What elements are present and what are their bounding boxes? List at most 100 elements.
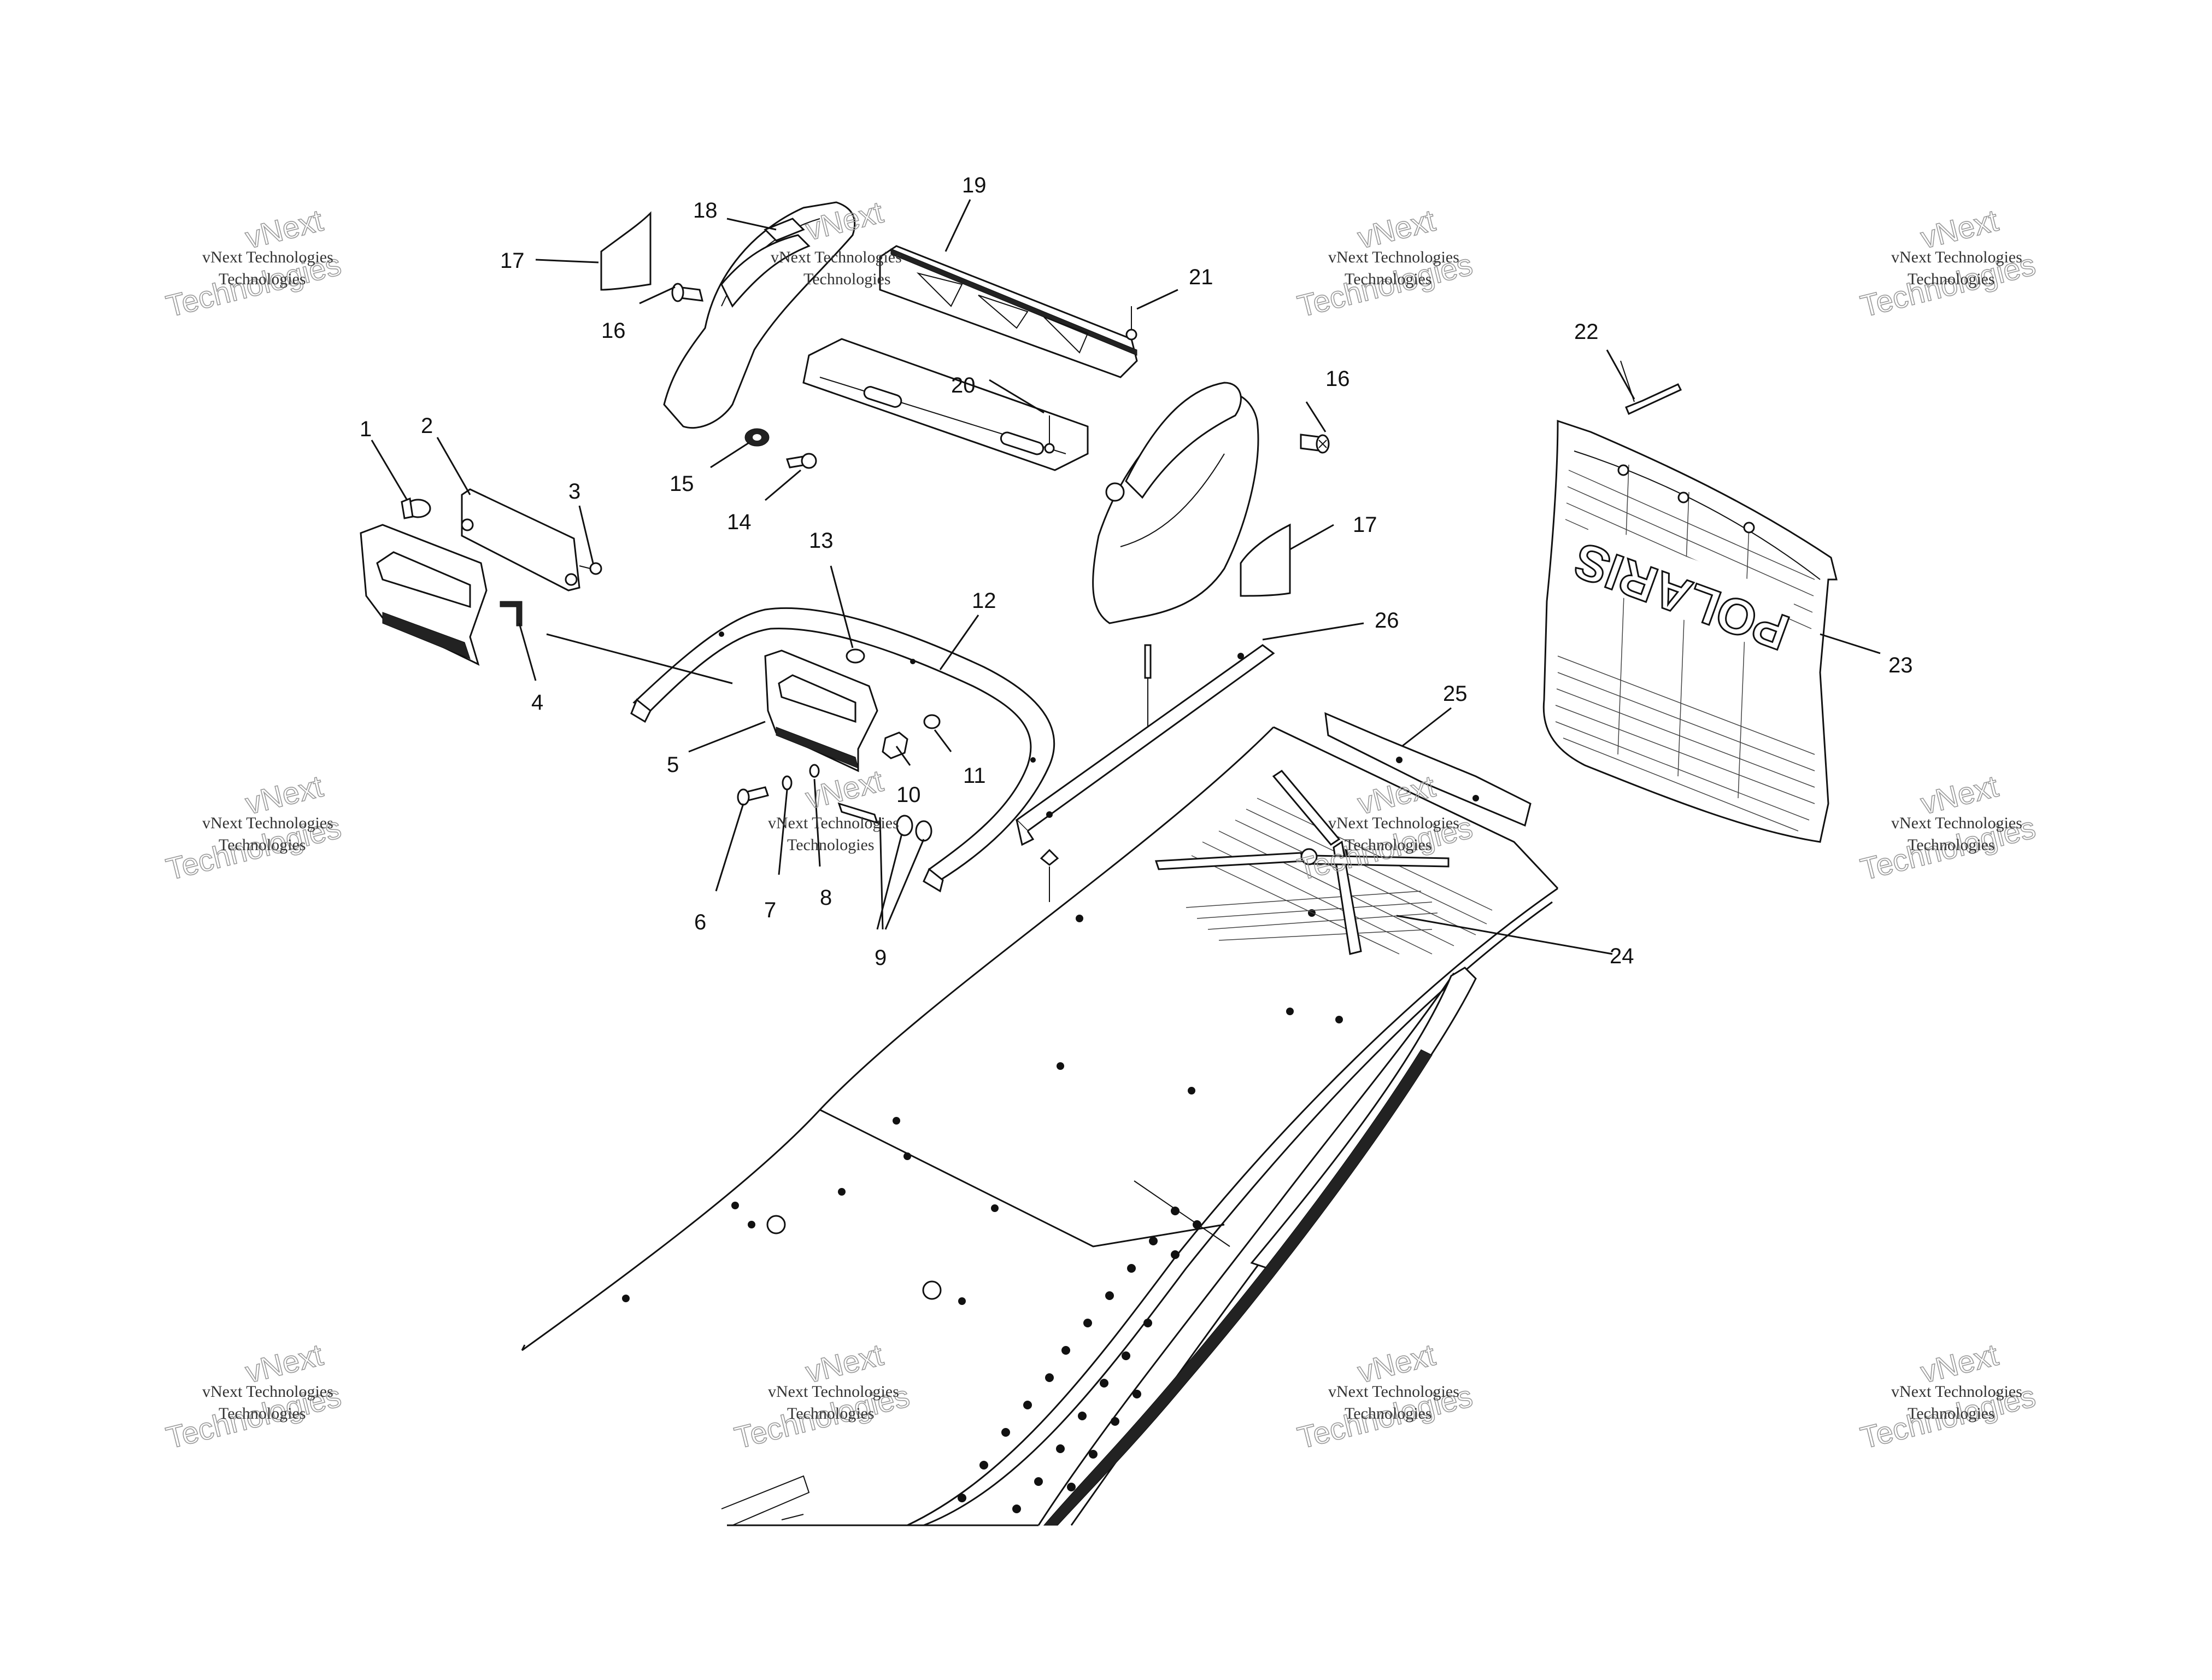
- callout-14: 14: [727, 510, 752, 534]
- part-3-screw: [579, 562, 602, 575]
- part-20-bolt: [1044, 415, 1055, 454]
- svg-text:vNext: vNext: [1917, 1337, 2002, 1390]
- svg-text:vNext Technologies: vNext Technologies: [202, 1383, 333, 1401]
- svg-text:vNext Technologies: vNext Technologies: [1328, 1383, 1459, 1401]
- svg-text:vNext: vNext: [1917, 769, 2002, 821]
- part-17-decal-right: [1240, 523, 1291, 597]
- part-17-decal-left: [600, 211, 652, 291]
- watermark: vNext Technologies vNext Technologies Te…: [1294, 202, 1476, 324]
- part-7-washer: [782, 775, 793, 791]
- svg-text:vNext: vNext: [242, 1337, 327, 1390]
- callout-4: 4: [531, 690, 543, 715]
- callout-20: 20: [951, 373, 976, 397]
- callout-21: 21: [1189, 265, 1213, 289]
- callout-9: 9: [875, 946, 887, 970]
- callout-24: 24: [1610, 944, 1634, 968]
- svg-text:vNext: vNext: [1917, 203, 2002, 255]
- part-10-nut: [882, 731, 908, 759]
- svg-text:vNext Technologies: vNext Technologies: [1328, 814, 1459, 832]
- svg-text:Technologies: Technologies: [1908, 836, 1995, 854]
- svg-text:vNext Technologies: vNext Technologies: [1891, 1383, 2022, 1401]
- svg-text:vNext: vNext: [242, 769, 327, 821]
- svg-text:vNext Technologies: vNext Technologies: [202, 248, 333, 266]
- svg-text:Technologies: Technologies: [219, 1404, 306, 1423]
- part-11-cap: [923, 714, 941, 729]
- callout-7: 7: [764, 898, 776, 922]
- svg-text:vNext: vNext: [802, 1337, 887, 1390]
- svg-text:vNext Technologies: vNext Technologies: [202, 814, 333, 832]
- svg-text:Technologies: Technologies: [787, 836, 875, 854]
- svg-text:Technologies: Technologies: [219, 836, 306, 854]
- callout-22: 22: [1574, 320, 1599, 344]
- part-16-bolt-left: [671, 283, 703, 302]
- running-board-holes: [958, 1207, 1201, 1513]
- part-18-left-bumper-end: [663, 201, 856, 429]
- svg-text:vNext Technologies: vNext Technologies: [768, 814, 899, 832]
- svg-text:vNext Technologies: vNext Technologies: [771, 248, 902, 266]
- part-5-tail-lamp: [764, 649, 878, 772]
- part-22-rivet: [1620, 360, 1682, 415]
- svg-text:vNext: vNext: [1354, 769, 1439, 821]
- callout-labels: 1 2 3 4 5 6 7 8 9 10 11 12 13 14 15 16 1…: [360, 173, 1913, 970]
- svg-text:Technologies: Technologies: [1908, 1404, 1995, 1423]
- callout-19: 19: [962, 173, 987, 197]
- watermark: vNext Technologies vNext Technologies Te…: [1857, 768, 2039, 887]
- svg-text:vNext: vNext: [242, 203, 327, 255]
- svg-text:vNext: vNext: [1354, 1337, 1439, 1390]
- callout-1: 1: [360, 417, 372, 441]
- svg-text:vNext Technologies: vNext Technologies: [768, 1383, 899, 1401]
- part-2-gasket: [461, 488, 580, 592]
- watermark: vNext Technologies vNext Technologies Te…: [1857, 202, 2039, 324]
- crossbar-lower-channel: [802, 338, 1089, 471]
- svg-text:Technologies: Technologies: [219, 270, 306, 288]
- callout-17-left: 17: [500, 249, 525, 273]
- watermark: vNext Technologies vNext Technologies Te…: [162, 768, 345, 887]
- callout-8: 8: [820, 886, 832, 910]
- callout-26: 26: [1375, 608, 1399, 633]
- watermark: vNext Technologies vNext Technologies Te…: [1857, 1337, 2039, 1455]
- leader-lines: [371, 199, 1881, 955]
- svg-text:vNext Technologies: vNext Technologies: [1328, 248, 1459, 266]
- tunnel-assembly: [521, 726, 1559, 1526]
- svg-text:vNext Technologies: vNext Technologies: [1891, 814, 2022, 832]
- part-1-bulb: [401, 497, 431, 519]
- part-12-rear-bumper: [630, 607, 1055, 893]
- part-23-snowflap: POLARIS: [1542, 419, 1838, 843]
- watermark: vNext Technologies vNext Technologies Te…: [1294, 1337, 1476, 1455]
- svg-text:Technologies: Technologies: [1345, 270, 1432, 288]
- callout-10: 10: [896, 783, 921, 807]
- tunnel-holes: [622, 849, 1348, 1305]
- watermark: vNext Technologies vNext Technologies Te…: [162, 202, 345, 324]
- callout-16-right: 16: [1325, 367, 1350, 391]
- svg-text:vNext Technologies: vNext Technologies: [1891, 248, 2022, 266]
- part-15-washer: [744, 428, 770, 447]
- part-21-bolt: [1125, 306, 1137, 341]
- svg-text:Technologies: Technologies: [787, 1404, 875, 1423]
- callout-23: 23: [1888, 653, 1913, 677]
- part-4-wire: [500, 601, 523, 627]
- part-8-nut: [809, 764, 820, 778]
- callout-17-right: 17: [1353, 513, 1377, 537]
- part-13-grommet: [846, 648, 865, 664]
- part-16-bolt-right: [1300, 434, 1330, 454]
- svg-text:vNext: vNext: [1354, 203, 1439, 255]
- callout-18: 18: [693, 198, 718, 223]
- part-19-crossbar: [879, 245, 1138, 378]
- svg-text:Technologies: Technologies: [1345, 836, 1432, 854]
- part-14-screw: [786, 453, 817, 469]
- part-6-bolt: [737, 786, 769, 806]
- tail-lamp-upper: [360, 524, 488, 666]
- callout-12: 12: [972, 589, 996, 613]
- callout-6: 6: [694, 910, 706, 934]
- callout-25: 25: [1443, 682, 1468, 706]
- watermark: vNext Technologies vNext Technologies Te…: [731, 1337, 913, 1455]
- right-bumper-end: [1092, 382, 1259, 624]
- tunnel-vent: [1154, 770, 1493, 955]
- callout-3: 3: [568, 479, 580, 504]
- callout-5: 5: [667, 753, 679, 777]
- svg-text:Technologies: Technologies: [803, 270, 891, 288]
- callout-13: 13: [809, 529, 834, 553]
- part-26-rail: [1015, 644, 1275, 902]
- callout-11: 11: [963, 764, 986, 788]
